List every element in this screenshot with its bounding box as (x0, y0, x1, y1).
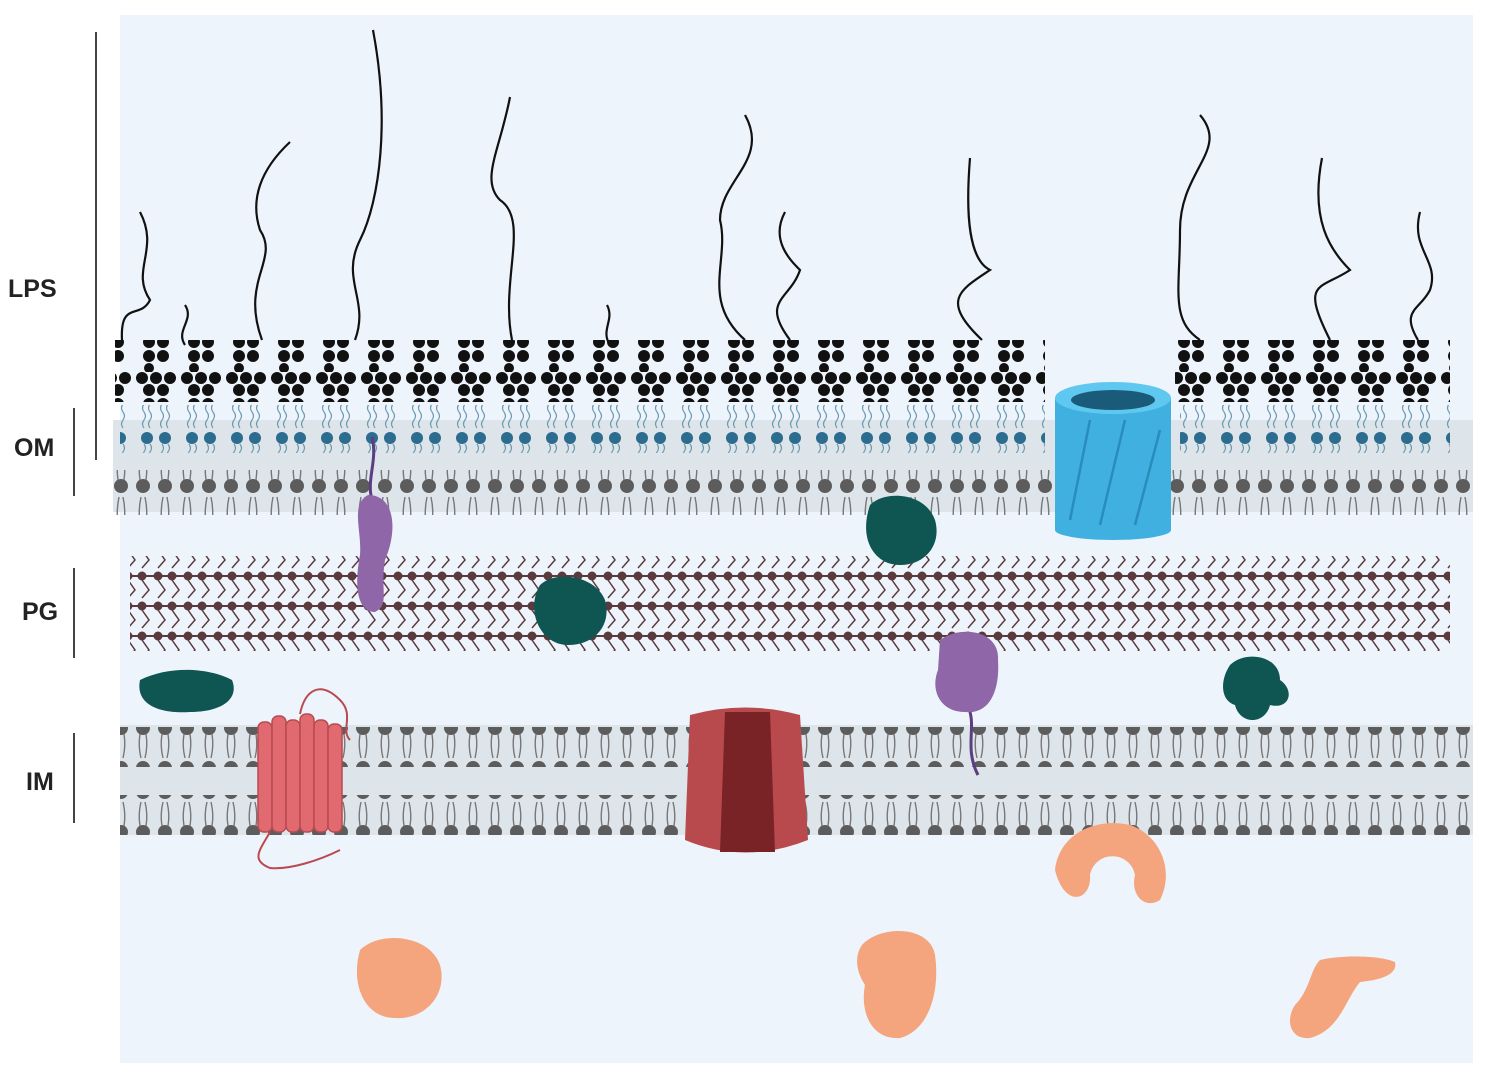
pg-bracket (73, 568, 75, 658)
cytoplasmic-protein-horseshoe (1055, 823, 1166, 904)
im-label: IM (26, 768, 54, 796)
lps-bracket (95, 32, 97, 460)
lipid-a-layer (120, 405, 1045, 453)
lps-core-oligosaccharide-right (1175, 340, 1450, 402)
globular-protein-right (1223, 656, 1289, 720)
cytoplasmic-protein-left (356, 938, 442, 1019)
globular-protein-periplasm (534, 576, 607, 645)
globular-protein-icon (866, 495, 937, 565)
pg-label: PG (22, 598, 59, 626)
o-antigen-chains (120, 29, 1434, 346)
outer-membrane-lower-leaflet (113, 470, 1473, 515)
abc-transporter-icon (685, 707, 808, 853)
cytoplasmic-protein-right (1290, 956, 1396, 1039)
porin-barrel-icon (1055, 382, 1171, 540)
peptidoglycan-layer (130, 556, 1450, 651)
lipoprotein-icon (357, 436, 393, 612)
lps-core-oligosaccharide (115, 340, 1045, 402)
im-bracket (73, 733, 75, 823)
seven-helix-receptor-icon (257, 688, 351, 870)
lipid-a-layer-right (1180, 405, 1450, 453)
envelope-background (120, 15, 1473, 1063)
om-bracket (73, 408, 75, 496)
om-label: OM (14, 434, 55, 462)
anchored-periplasmic-protein (935, 631, 999, 776)
cytoplasmic-protein-center (857, 931, 937, 1039)
globular-protein-left (139, 669, 234, 713)
lps-label: LPS (8, 275, 57, 303)
